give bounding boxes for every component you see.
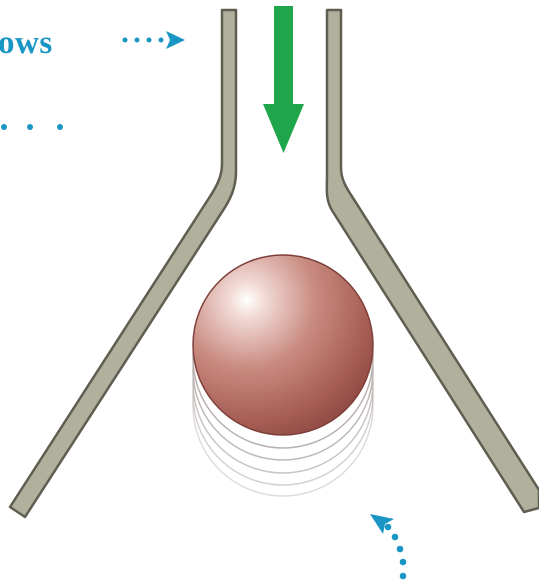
dotted-leader-line [1,124,63,130]
dotted-up-left-arrow-icon [370,514,406,579]
floating-ball [193,255,373,435]
dotted-right-arrow-icon [123,31,186,49]
caption-text: ows [0,25,53,61]
green-down-arrow-icon [263,6,304,153]
